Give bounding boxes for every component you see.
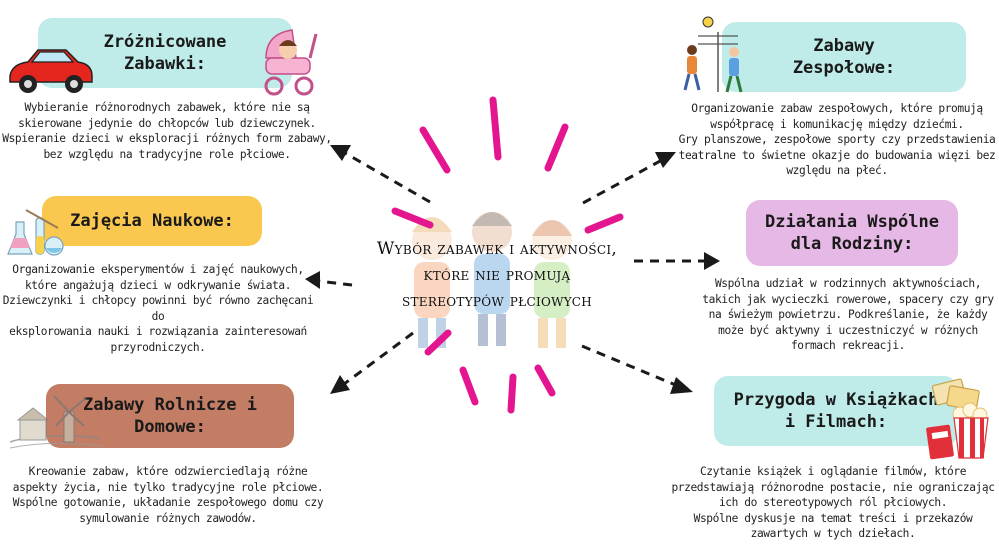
node-family-title-line-2: dla Rodziny: <box>790 234 914 254</box>
red-toy-car-icon <box>9 49 93 93</box>
node-team-desc-line: współpracę i komunikację między dziećmi. <box>710 117 964 131</box>
doll-in-stroller-icon <box>264 29 318 96</box>
node-books-title-box: Przygoda w Książkach i Filmach: <box>714 376 958 446</box>
children-illustration-icon <box>412 212 572 348</box>
farm-windmill-icon <box>9 395 103 449</box>
node-books-desc-line: zawartych w tych dziełach. <box>750 527 916 541</box>
arrow-heads <box>305 145 720 394</box>
node-family-title-line-1: Działania Wspólne <box>765 212 939 232</box>
central-topic-line-2: które nie promują <box>423 265 571 285</box>
node-team-desc-line: Organizowanie zabaw zespołowych, które p… <box>691 102 983 115</box>
popcorn-tickets-icon <box>926 378 989 460</box>
node-toys-desc-line: Wspieranie dzieci w eksploracji różnych … <box>2 132 332 146</box>
node-family-desc-line: formach rekreacji. <box>790 339 906 353</box>
node-toys-title-line-2: Zabawki: <box>124 54 206 74</box>
node-team-desc-line: względu na płeć. <box>786 164 888 178</box>
node-books-desc-line: Czytanie książek i oglądanie filmów, któ… <box>699 465 967 478</box>
node-team-title-box: Zabawy Zespołowe: <box>722 22 966 92</box>
node-science-title-box: Zajęcia Naukowe: <box>42 196 262 246</box>
node-science-description: Organizowanie eksperymentów i zajęć nauk… <box>0 262 316 356</box>
node-farm-desc-line: Kreowanie zabaw, które odzwierciedlają r… <box>28 465 308 478</box>
node-farm-title-line-1: Zabawy Rolnicze i <box>83 395 257 415</box>
node-books-desc-line: ich do stereotypowych ról płciowych. <box>718 496 948 510</box>
node-family-description: Wspólna udział w rodzinnych aktywnościac… <box>700 276 996 354</box>
node-toys-desc-line: Wybieranie różnorodnych zabawek, które n… <box>24 101 310 114</box>
node-toys-description: Wybieranie różnorodnych zabawek, które n… <box>0 100 334 162</box>
node-farm-desc-line: aspekty życia, nie tylko tradycyjne role… <box>12 480 324 494</box>
node-farm-title-line-2: Domowe: <box>134 417 206 437</box>
node-family-desc-line: Wspólna udział w rodzinnych aktywnościac… <box>714 277 982 290</box>
node-farm-title-box: Zabawy Rolnicze i Domowe: <box>46 384 294 448</box>
node-team-title-line-1: Zabawy <box>813 36 875 56</box>
node-science-title: Zajęcia Naukowe: <box>70 211 234 231</box>
node-family-title-box: Działania Wspólne dla Rodziny: <box>746 200 958 266</box>
node-science-desc-line: eksplorowania nauki i rozwiązania zainte… <box>9 325 307 339</box>
volleyball-players-icon <box>683 16 743 93</box>
node-family-desc-line: na świeżym powietrzu. Podkreślanie, że k… <box>708 308 988 322</box>
node-books-title-line-1: Przygoda w Książkach <box>733 390 939 410</box>
burst-strokes <box>391 96 624 414</box>
connector-arrows <box>317 151 704 388</box>
node-team-description: Organizowanie zabaw zespołowych, które p… <box>678 101 996 179</box>
node-team-desc-line: Gry planszowe, zespołowe sporty czy prze… <box>678 133 996 147</box>
central-topic: Wybór zabawek i aktywności, które nie pr… <box>352 236 642 314</box>
lab-flasks-icon <box>7 209 64 256</box>
node-science-desc-line: które angażują dzieci w odkrywanie świat… <box>24 278 292 292</box>
central-topic-line-3: stereotypów płciowych <box>401 291 593 311</box>
node-books-desc-line: Wspólne dyskusje na temat treści i przek… <box>693 511 973 525</box>
central-topic-line-1: Wybór zabawek i aktywności, <box>376 239 618 259</box>
node-science-desc-line: przyrodniczych. <box>110 340 206 354</box>
node-toys-desc-line: bez względu na tradycyjne role płciowe. <box>43 147 291 161</box>
node-team-desc-line: teatralne to świetne okazje do budowania… <box>678 148 996 162</box>
node-team-title-line-2: Zespołowe: <box>792 58 896 78</box>
node-toys-desc-line: skierowane jedynie do chłopców lub dziew… <box>18 116 316 130</box>
node-books-title-line-2: i Filmach: <box>784 412 888 432</box>
node-science-desc-line: Dziewczynki i chłopcy powinni być równo … <box>2 294 314 323</box>
node-family-desc-line: takich jak wycieczki rowerowe, spacery c… <box>702 292 994 306</box>
node-books-description: Czytanie książek i oglądanie filmów, któ… <box>670 464 996 542</box>
node-toys-title-line-1: Zróżnicowane <box>103 32 227 52</box>
node-farm-desc-line: symulowanie różnych zawodów. <box>79 511 257 525</box>
node-science-desc-line: Organizowanie eksperymentów i zajęć nauk… <box>12 263 304 276</box>
node-family-desc-line: może być aktywny i uczestniczyć w różnyc… <box>718 323 978 337</box>
node-books-desc-line: przedstawiają różnorodne postacie, nie o… <box>671 480 995 494</box>
node-farm-description: Kreowanie zabaw, które odzwierciedlają r… <box>0 464 336 526</box>
node-farm-desc-line: Wspólne gotowanie, układanie zespołowego… <box>12 496 324 510</box>
